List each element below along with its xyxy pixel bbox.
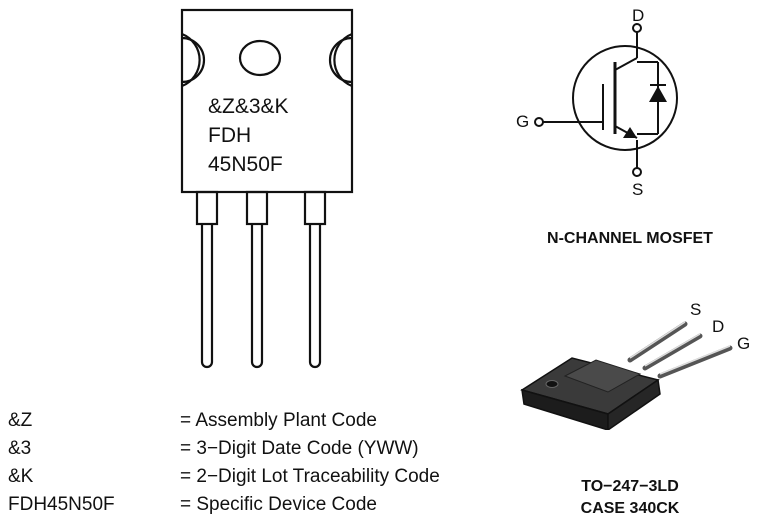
body-diode [649, 86, 667, 102]
photo-body-side [607, 378, 661, 430]
lead-right [303, 190, 327, 369]
legend-description: = 2−Digit Lot Traceability Code [180, 466, 440, 487]
package-marking: &Z&3&K FDH 45N50F [208, 92, 289, 179]
package-caption-line1: TO−247−3LD [581, 478, 679, 495]
symbol-pin-d: D [632, 6, 645, 25]
package-photo [520, 321, 733, 430]
package-caption-line2: CASE 340CK [580, 500, 680, 517]
left-notch [181, 32, 201, 88]
symbol-caption: N-CHANNEL MOSFET [547, 230, 713, 247]
photo-lead-s [627, 321, 688, 363]
photo-mounting-hole [545, 380, 559, 388]
right-notch [333, 32, 353, 88]
mounting-hole [238, 39, 282, 77]
mosfet-symbol [534, 23, 678, 177]
symbol-pin-g: G [516, 112, 530, 131]
lead-left [195, 190, 219, 369]
photo-pin-g: G [737, 334, 751, 353]
legend-description: = 3−Digit Date Code (YWW) [180, 438, 419, 459]
marking-line-1: &Z&3&K [208, 95, 289, 118]
marking-line-3: 45N50F [208, 153, 283, 176]
marking-line-2: FDH [208, 124, 252, 147]
source-arrow [623, 127, 637, 138]
symbol-pin-s: S [632, 180, 644, 199]
legend-description: = Specific Device Code [180, 494, 377, 515]
photo-lead-d [642, 333, 703, 371]
photo-pin-s: S [690, 300, 702, 319]
legend-code: FDH45N50F [8, 494, 115, 515]
package-outline-drawing [180, 8, 354, 369]
legend-code: &K [8, 466, 34, 487]
photo-body-front [521, 388, 609, 430]
legend-code: &Z [8, 410, 33, 431]
symbol-circle [572, 45, 678, 151]
photo-lead-g [657, 345, 733, 379]
lead-middle [245, 190, 269, 369]
photo-pin-d: D [712, 317, 725, 336]
gate-terminal [534, 117, 544, 127]
legend-description: = Assembly Plant Code [180, 410, 377, 431]
source-terminal [632, 167, 642, 177]
legend-code: &3 [8, 438, 32, 459]
